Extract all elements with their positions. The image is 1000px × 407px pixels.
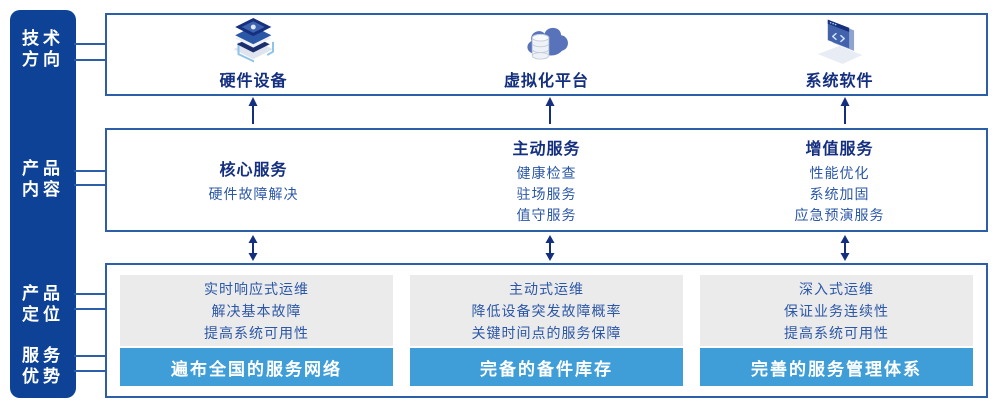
arrow-up-icon <box>248 97 258 124</box>
connector-line <box>74 59 106 61</box>
service-item: 硬件故障解决 <box>208 185 299 202</box>
service-item: 值守服务 <box>516 206 577 223</box>
positioning-line: 关键时间点的服务保障 <box>471 324 622 341</box>
product-positioning-box: 实时响应式运维 解决基本故障 提高系统可用性 遍布全国的服务网络 主动式运维 降… <box>105 263 988 398</box>
service-item: 系统加固 <box>809 185 870 202</box>
connector-line <box>74 170 106 172</box>
service-column-proactive: 主动服务 健康检查 驻场服务 值守服务 <box>400 130 693 230</box>
arrow-up-down-icon <box>545 235 555 261</box>
connector-line <box>74 355 106 357</box>
positioning-line: 主动式运维 <box>509 280 584 297</box>
service-title: 增值服务 <box>805 140 874 158</box>
positioning-column-deep: 深入式运维 保证业务连续性 提高系统可用性 完善的服务管理体系 <box>700 275 973 386</box>
connector-line <box>74 370 106 372</box>
tech-item-label: 系统软件 <box>805 73 874 90</box>
service-item: 性能优化 <box>809 164 870 181</box>
positioning-column-proactive: 主动式运维 降低设备突发故障概率 关键时间点的服务保障 完备的备件库存 <box>410 275 683 386</box>
sidebar-item-tech-direction: 技术方向 <box>22 29 64 69</box>
connector-line <box>74 308 106 310</box>
advantage-banner: 遍布全国的服务网络 <box>120 348 393 386</box>
connector-line <box>74 184 106 186</box>
sidebar-item-service-advantage: 服务优势 <box>22 346 64 386</box>
advantage-banner: 完善的服务管理体系 <box>700 348 973 386</box>
tech-direction-box: 硬件设备 虚拟化平台 系统软 <box>105 13 988 96</box>
service-column-value-added: 增值服务 性能优化 系统加固 应急预演服务 <box>693 130 986 230</box>
tech-item-label: 虚拟化平台 <box>503 73 589 90</box>
tech-item-virtualization: 虚拟化平台 <box>400 15 693 94</box>
positioning-line: 降低设备突发故障概率 <box>471 302 622 319</box>
connector-line <box>74 293 106 295</box>
tech-item-hardware: 硬件设备 <box>107 15 400 94</box>
service-item: 健康检查 <box>516 164 577 181</box>
positioning-line: 保证业务连续性 <box>784 302 889 319</box>
tech-item-label: 硬件设备 <box>219 73 288 90</box>
code-window-icon <box>818 19 863 64</box>
positioning-panel: 主动式运维 降低设备突发故障概率 关键时间点的服务保障 <box>410 275 683 346</box>
service-item: 驻场服务 <box>516 185 577 202</box>
tech-item-system-software: 系统软件 <box>693 15 986 94</box>
service-title: 主动服务 <box>512 140 581 158</box>
service-item: 应急预演服务 <box>794 206 885 223</box>
sidebar-item-product-positioning: 产品定位 <box>22 284 64 324</box>
connector-line <box>74 43 106 45</box>
arrow-up-down-icon <box>840 235 850 261</box>
positioning-line: 深入式运维 <box>799 280 874 297</box>
arrow-up-icon <box>545 97 555 124</box>
positioning-column-realtime: 实时响应式运维 解决基本故障 提高系统可用性 遍布全国的服务网络 <box>120 275 393 386</box>
positioning-panel: 实时响应式运维 解决基本故障 提高系统可用性 <box>120 275 393 346</box>
cloud-database-icon <box>527 27 569 60</box>
service-column-core: 核心服务 硬件故障解决 <box>107 130 400 230</box>
arrow-up-icon <box>840 97 850 124</box>
positioning-line: 提高系统可用性 <box>784 324 889 341</box>
arrow-up-down-icon <box>248 235 258 261</box>
positioning-line: 提高系统可用性 <box>204 324 309 341</box>
advantage-banner: 完备的备件库存 <box>410 348 683 386</box>
positioning-line: 解决基本故障 <box>211 302 302 319</box>
sidebar: 技术方向 产品内容 产品定位 服务优势 <box>10 10 76 398</box>
sidebar-item-product-content: 产品内容 <box>22 159 64 199</box>
positioning-line: 实时响应式运维 <box>204 280 309 297</box>
positioning-panel: 深入式运维 保证业务连续性 提高系统可用性 <box>700 275 973 346</box>
service-title: 核心服务 <box>219 161 288 179</box>
product-content-box: 核心服务 硬件故障解决 主动服务 健康检查 驻场服务 值守服务 增值服务 性能优… <box>105 128 988 232</box>
server-stack-icon <box>233 18 275 63</box>
